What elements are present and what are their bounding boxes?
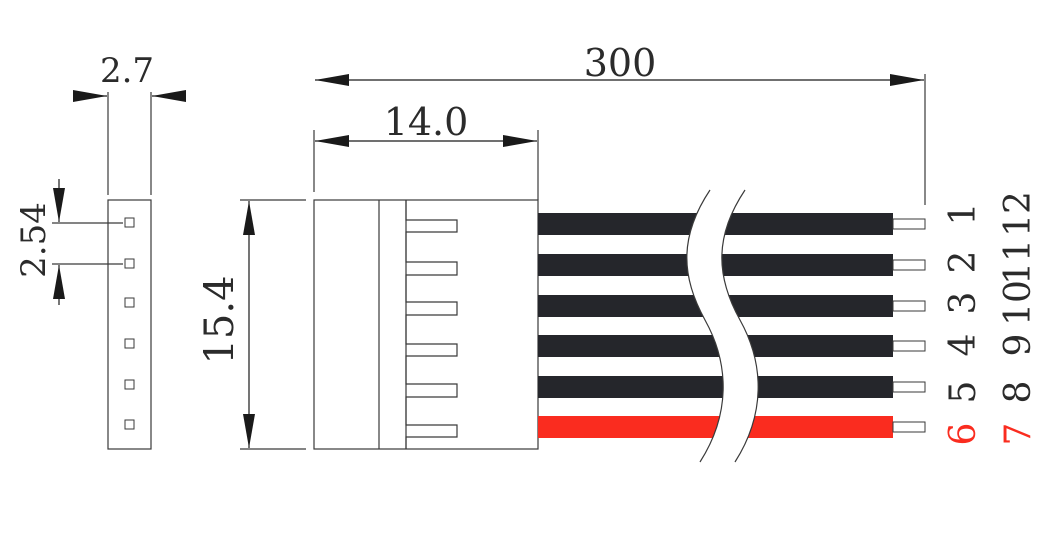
pin-hole-3: [124, 297, 135, 308]
wire-break: [686, 189, 759, 463]
housing: [240, 74, 926, 450]
pin-hole-2: [124, 258, 135, 269]
wire-6: [538, 416, 893, 438]
dim-height-label: 15.4: [197, 275, 243, 364]
wire-terminal-4: [892, 340, 926, 352]
dim-width-label: 2.7: [100, 51, 154, 91]
pin-hole-5: [124, 379, 135, 390]
housing-body: [313, 199, 539, 450]
wire-bundle: [538, 213, 926, 438]
pin-label-right-1: 12: [998, 191, 1039, 237]
pin-label-left-2: 2: [943, 251, 984, 274]
wire-4: [538, 335, 893, 357]
pin-holes: [124, 217, 135, 430]
pin-hole-1: [124, 217, 135, 228]
dim-pitch-label: 2.54: [14, 202, 54, 278]
pin-label-left-4: 4: [943, 334, 984, 357]
wire-terminal-5: [892, 381, 926, 393]
pin-label-right-3: 10: [998, 280, 1039, 326]
housing-comb: [405, 200, 458, 449]
side-view-body: [107, 199, 152, 450]
wire-terminal-1: [892, 218, 926, 230]
wire-5: [538, 376, 893, 398]
pin-label-left-1: 1: [943, 203, 984, 226]
pin-hole-4: [124, 338, 135, 349]
wire-terminal-2: [892, 259, 926, 271]
pin-label-left-6: 6: [943, 423, 984, 446]
pin-label-right-4: 9: [998, 334, 1039, 357]
wire-terminal-3: [892, 300, 926, 312]
dim-housing-length-label: 14.0: [384, 100, 469, 144]
pin-label-left-3: 3: [943, 292, 984, 315]
pin-label-left-5: 5: [943, 381, 984, 404]
side-view: [52, 90, 186, 450]
dim-total-length-label: 300: [584, 41, 657, 85]
wire-terminal-6: [892, 421, 926, 433]
pin-label-right-6: 7: [998, 423, 1039, 446]
pin-label-right-5: 8: [998, 381, 1039, 404]
pin-hole-6: [124, 419, 135, 430]
pin-label-right-2: 11: [998, 239, 1039, 285]
